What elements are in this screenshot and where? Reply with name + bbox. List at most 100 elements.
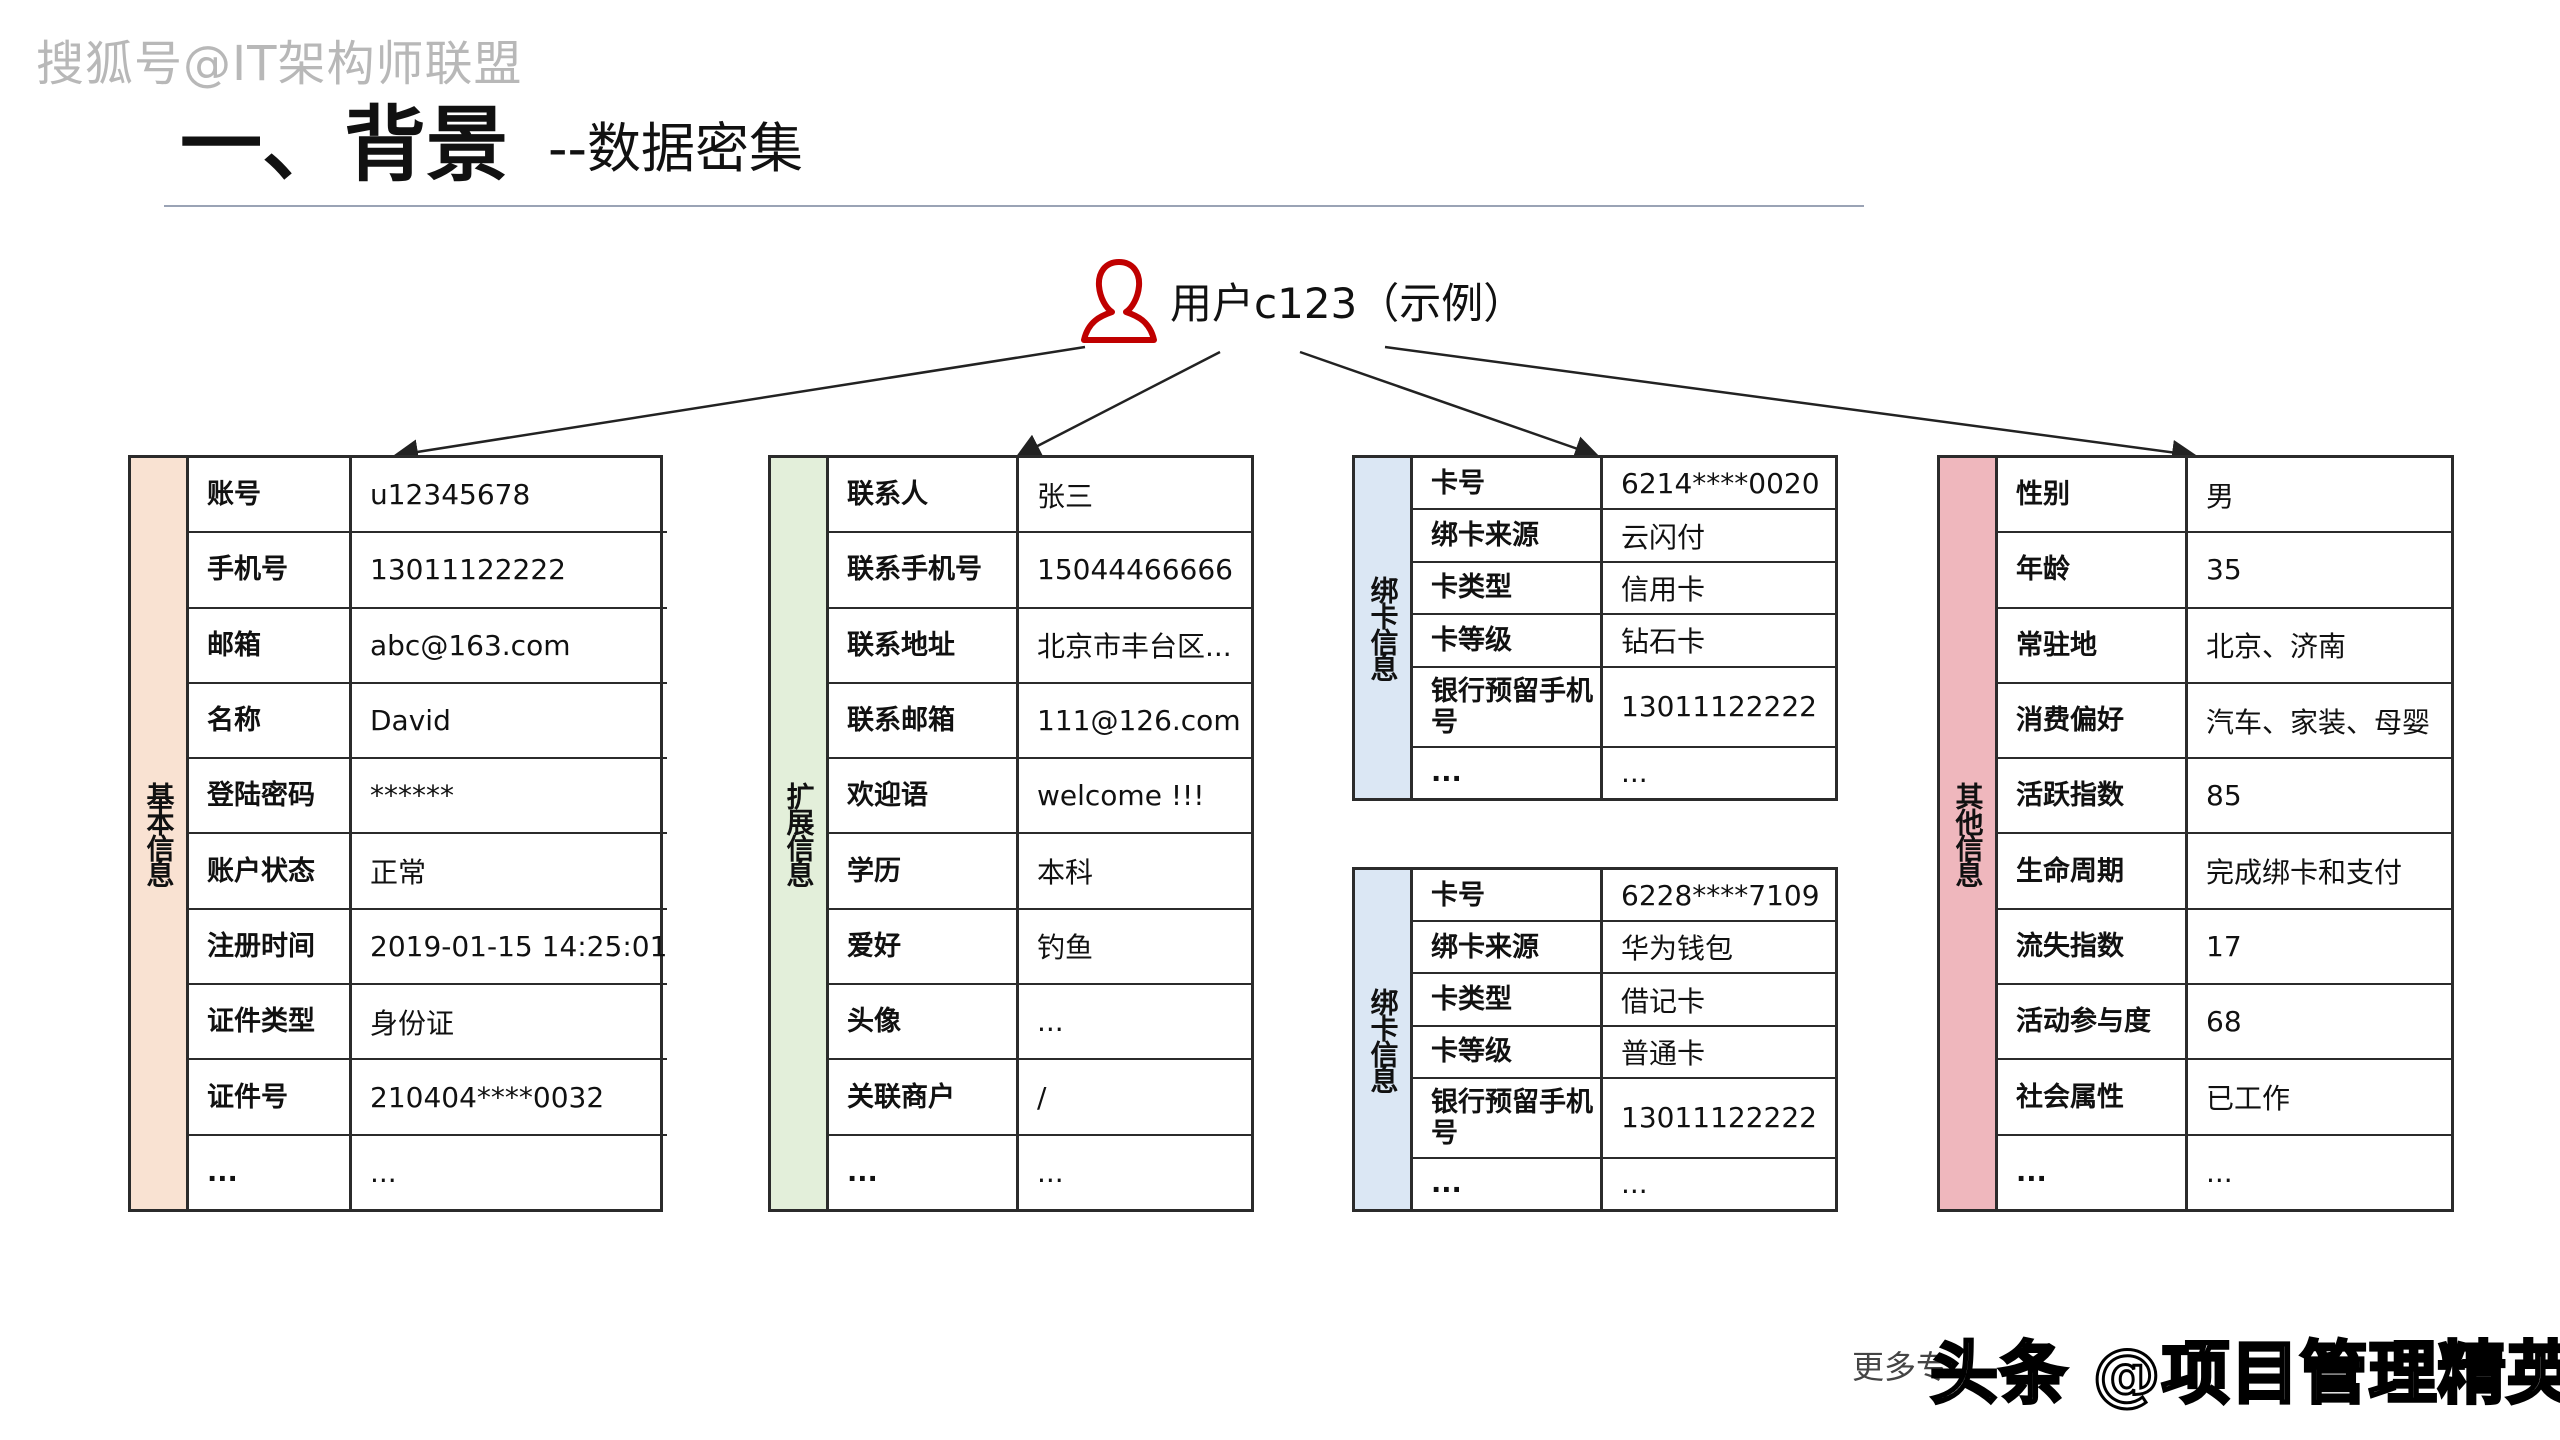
field-value: 借记卡 <box>1621 984 1706 1018</box>
field-name: 联系人 <box>829 458 1019 532</box>
table-row: 欢迎语 welcome !!! <box>829 759 1251 835</box>
field-name: 性别 <box>1998 458 2188 532</box>
field-value: 111@126.com <box>1037 704 1241 738</box>
field-name: 联系手机号 <box>829 533 1019 607</box>
user-icon <box>1081 259 1157 343</box>
field-name: 银行预留手机号 <box>1413 667 1603 746</box>
field-value: 男 <box>2206 479 2235 513</box>
field-name: 卡类型 <box>1413 562 1603 614</box>
field-value: ... <box>370 1155 397 1189</box>
field-name: ... <box>189 1135 352 1209</box>
field-name: ... <box>1413 1158 1603 1210</box>
field-value: 张三 <box>1037 479 1094 513</box>
field-name: 名称 <box>189 683 352 758</box>
table-row: 名称 David <box>189 683 668 760</box>
field-value: ... <box>2206 1155 2233 1189</box>
card-info-label-2: 绑卡信息 <box>1366 987 1400 1092</box>
ext-info-side: 扩展信息 <box>771 458 829 1209</box>
field-name: 证件类型 <box>189 985 352 1059</box>
table-row: 社会属性已工作 <box>1998 1060 2451 1136</box>
field-name: 绑卡来源 <box>1413 922 1603 973</box>
title-divider <box>164 205 1864 207</box>
watermark-bottom-big: 头条 @项目管理精英 <box>1929 1334 2560 1416</box>
table-row: 关联商户/ <box>829 1060 1251 1136</box>
field-value: 信用卡 <box>1621 572 1706 606</box>
table-row: 消费偏好汽车、家装、母婴 <box>1998 683 2451 760</box>
other-info-side: 其他信息 <box>1940 458 1998 1209</box>
table-row: 手机号 13011122222 <box>189 533 668 609</box>
table-row: ...... <box>1413 1158 1835 1210</box>
table-row: 联系人张三 <box>829 458 1251 534</box>
table-row: 卡类型信用卡 <box>1413 562 1835 616</box>
field-name: 账号 <box>189 458 352 532</box>
field-value: welcome !!! <box>1037 779 1205 813</box>
field-name: 卡类型 <box>1413 974 1603 1025</box>
field-name: 关联商户 <box>829 1060 1019 1134</box>
table-row: 登陆密码****** <box>189 759 668 835</box>
table-row: 绑卡来源云闪付 <box>1413 510 1835 563</box>
field-name: 卡等级 <box>1413 1026 1603 1077</box>
table-row: 账户状态正常 <box>189 834 668 910</box>
field-value: 钓鱼 <box>1037 931 1094 965</box>
field-name: 联系地址 <box>829 608 1019 682</box>
field-name: 社会属性 <box>1998 1060 2188 1134</box>
field-value: ... <box>1037 1005 1064 1039</box>
field-name: 流失指数 <box>1998 909 2188 984</box>
field-name: 卡号 <box>1413 870 1603 921</box>
field-name: 登陆密码 <box>189 759 352 833</box>
field-value: 身份证 <box>370 1006 455 1040</box>
field-value: 华为钱包 <box>1621 932 1734 966</box>
field-name: 欢迎语 <box>829 759 1019 833</box>
field-value: 北京、济南 <box>2206 630 2347 664</box>
field-name: 年龄 <box>1998 533 2188 607</box>
table-row: ...... <box>1998 1135 2451 1209</box>
watermark-top: 搜狐号@IT架构师联盟 <box>36 36 523 92</box>
table-row: ...... <box>1413 747 1835 798</box>
field-name: 手机号 <box>189 533 352 607</box>
table-row: 生命周期完成绑卡和支付 <box>1998 834 2451 910</box>
field-value: 普通卡 <box>1621 1036 1706 1070</box>
field-value: u12345678 <box>370 478 531 512</box>
table-row: 学历本科 <box>829 834 1251 910</box>
field-value: 正常 <box>370 856 427 890</box>
table-row: ...... <box>829 1135 1251 1209</box>
field-value: 13011122222 <box>370 553 566 587</box>
field-name: ... <box>829 1135 1019 1209</box>
field-name: 常驻地 <box>1998 608 2188 682</box>
table-row: 联系手机号 15044466666 <box>829 533 1251 609</box>
field-value: David <box>370 704 451 738</box>
field-name: 消费偏好 <box>1998 683 2188 758</box>
field-name: 银行预留手机号 <box>1413 1078 1603 1157</box>
table-row: 头像... <box>829 985 1251 1061</box>
field-name: 学历 <box>829 834 1019 908</box>
field-value: 2019-01-15 14:25:01 <box>370 929 668 963</box>
field-value: 210404****0032 <box>370 1080 605 1114</box>
field-name: 邮箱 <box>189 608 352 682</box>
card-info-side-1: 绑卡信息 <box>1355 458 1413 798</box>
field-value: 15044466666 <box>1037 553 1233 587</box>
field-value: 68 <box>2206 1005 2242 1039</box>
field-name: 卡等级 <box>1413 615 1603 666</box>
field-name: 活动参与度 <box>1998 985 2188 1059</box>
field-value: 汽车、家装、母婴 <box>2206 705 2431 739</box>
table-row: 账号 u12345678 <box>189 458 668 534</box>
arrow-to-other <box>1384 345 2197 465</box>
